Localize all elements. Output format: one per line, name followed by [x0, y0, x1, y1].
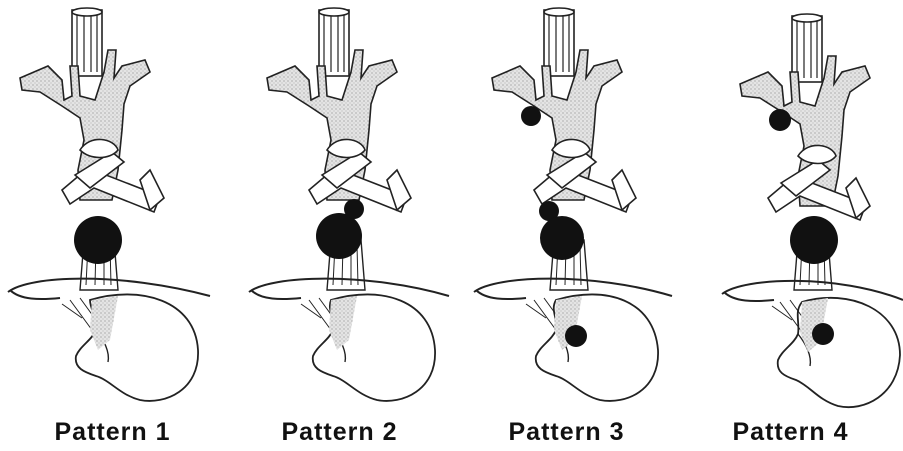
lymph-node [521, 106, 541, 126]
stomach [301, 294, 435, 400]
pattern-label: Pattern 2 [227, 418, 452, 447]
stomach [772, 298, 900, 407]
anatomy-diagram-3 [454, 0, 679, 410]
lymph-node [344, 199, 364, 219]
anatomy-diagram-1 [0, 0, 225, 410]
pattern-label: Pattern 1 [0, 418, 225, 447]
pattern-label: Pattern 3 [454, 418, 679, 447]
pattern-panel-4: Pattern 4 [678, 0, 903, 451]
stomach [526, 294, 658, 400]
lymph-node [790, 216, 838, 264]
pattern-panel-3: Pattern 3 [454, 0, 679, 451]
pattern-panel-1: Pattern 1 [0, 0, 225, 451]
lymph-node [316, 213, 362, 259]
lymph-node [74, 216, 122, 264]
lymph-node [540, 216, 584, 260]
lymph-node [812, 323, 834, 345]
pattern-label: Pattern 4 [678, 418, 903, 447]
anatomy-diagram-2 [227, 0, 452, 410]
stomach [62, 294, 198, 400]
anatomy-diagram-4 [678, 0, 903, 410]
lymph-node [769, 109, 791, 131]
lymph-node [565, 325, 587, 347]
pattern-panel-2: Pattern 2 [227, 0, 452, 451]
